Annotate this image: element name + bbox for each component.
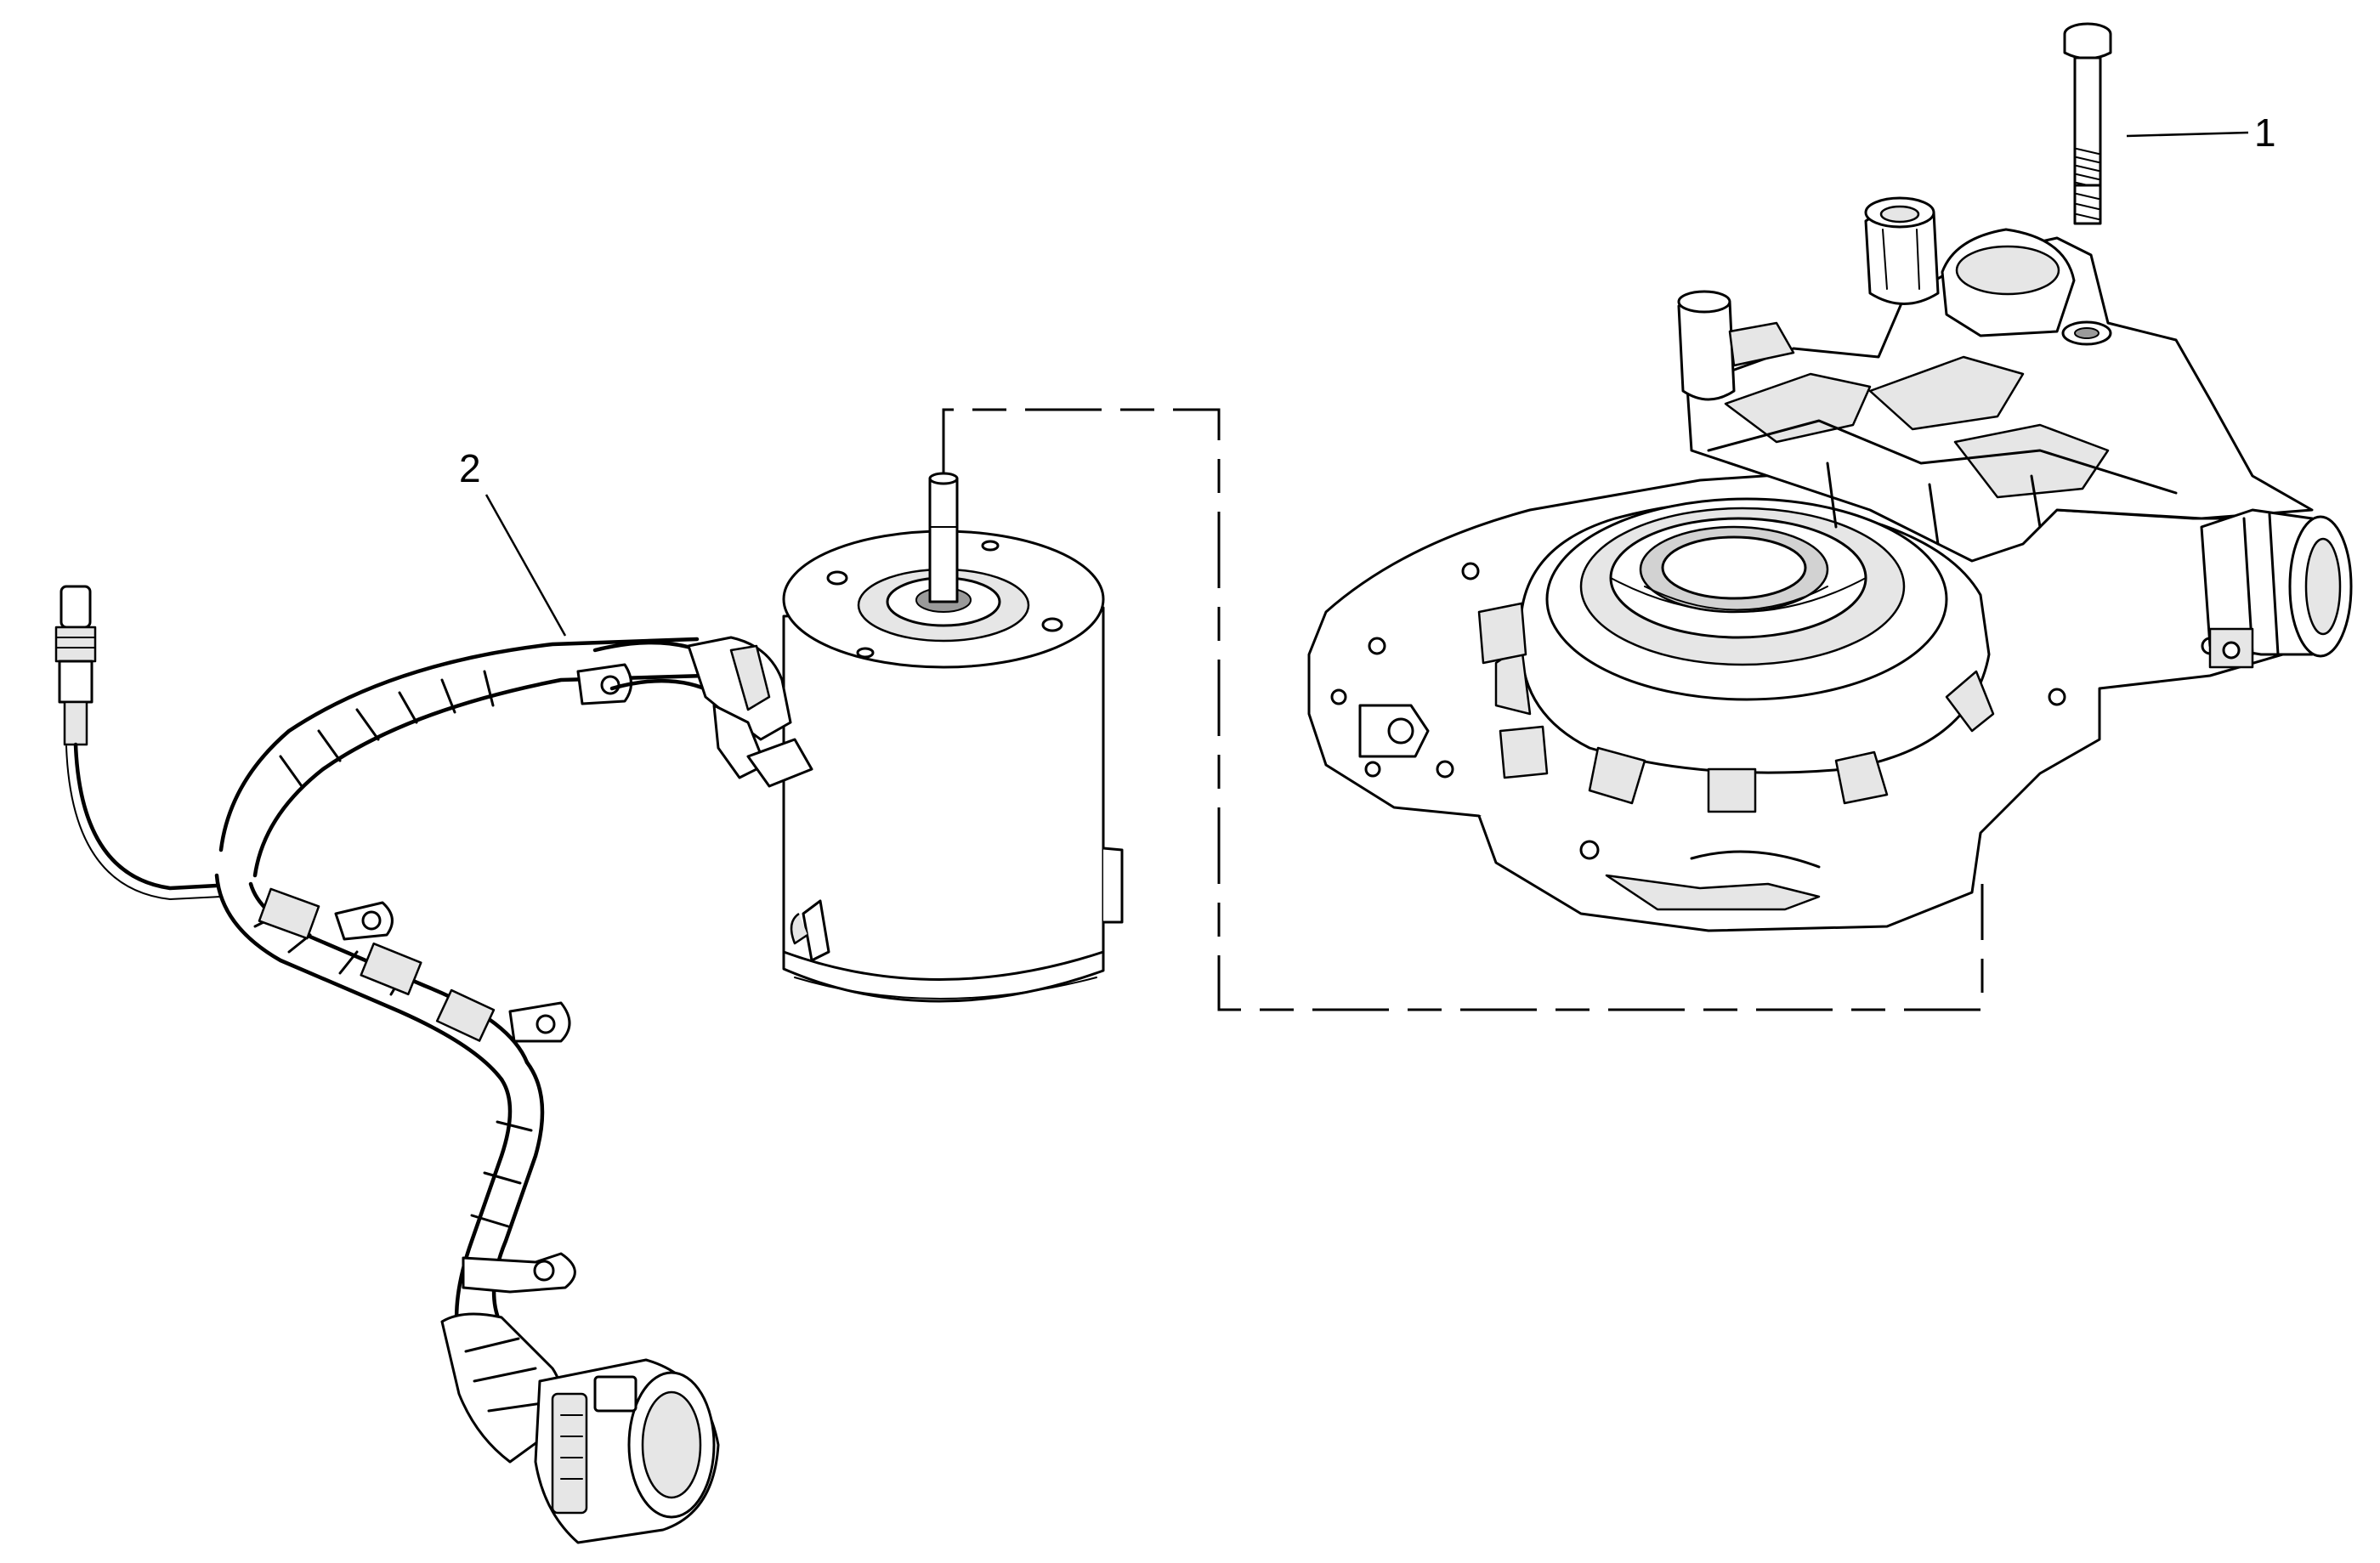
- bolt: [2063, 22, 2112, 225]
- wiring-harness: [54, 585, 813, 1544]
- callout-label-2: 2: [459, 446, 481, 490]
- callout-label-1: 1: [2254, 110, 2276, 155]
- electric-motor: [782, 472, 1124, 1003]
- alignment-dashed-line: [942, 408, 1984, 1011]
- housing-assembly: [1307, 196, 2353, 932]
- leader-line-1: [2126, 131, 2249, 138]
- leader-line-2: [484, 494, 567, 637]
